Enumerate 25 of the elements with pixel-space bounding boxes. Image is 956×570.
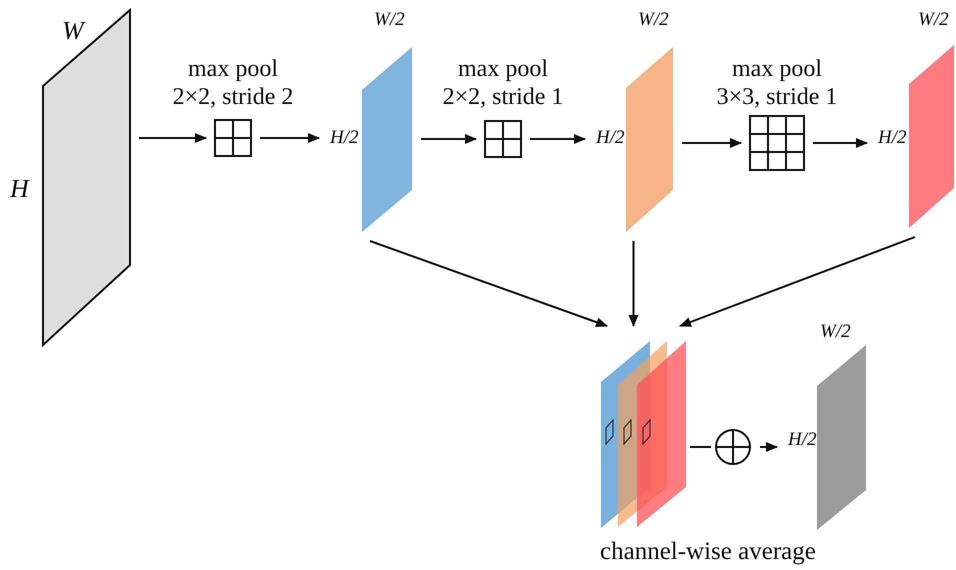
arrow [628,241,638,327]
width-label: W [62,18,84,44]
height-label: H/2 [596,128,624,147]
caption-text: channel-wise average [600,538,816,567]
pooling-label: max pool 3×3, stride 1 [716,56,838,112]
arrow [421,134,477,144]
arrow [813,138,868,148]
height-label: H/2 [878,128,906,147]
arrow [760,442,778,452]
height-label: H/2 [788,430,816,449]
width-label: W/2 [374,10,405,29]
width-label: W/2 [820,322,851,341]
arrow [679,236,916,327]
pooling-label: max pool 2×2, stride 1 [442,56,564,112]
width-label: W/2 [638,10,669,29]
arrow [370,240,608,327]
arrow [530,134,586,144]
width-label: W/2 [918,10,949,29]
arrow [139,133,207,143]
arrow [260,133,320,143]
height-label: H [10,176,29,202]
connector-line [690,446,711,448]
height-label: H/2 [330,128,358,147]
pooling-label: max pool 2×2, stride 2 [172,56,294,112]
arrow [682,138,742,148]
